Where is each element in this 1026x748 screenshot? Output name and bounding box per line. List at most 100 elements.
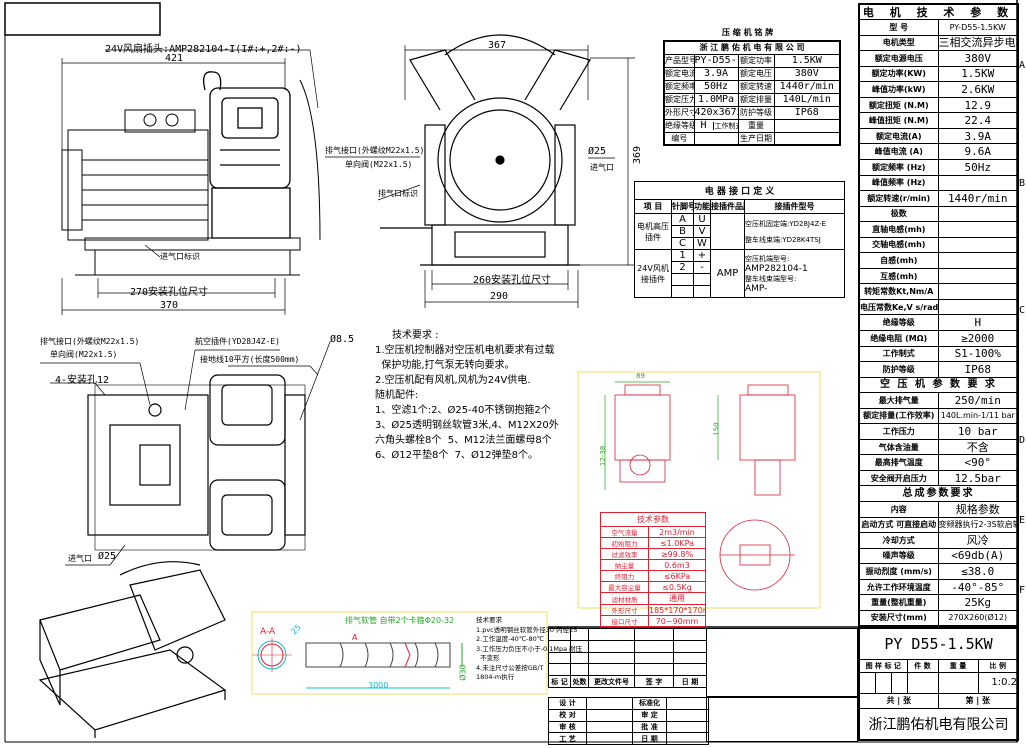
nameplate-value: 420x367x369	[693, 105, 739, 120]
sign-label: 批 准	[632, 720, 667, 734]
sign-label: 审 定	[632, 708, 667, 722]
spec-value: 22.4	[937, 112, 1019, 129]
spec-label: 峰值扭矩 (N.M)	[858, 112, 939, 129]
zone-marker: A	[1019, 60, 1026, 71]
sign-field[interactable]	[666, 708, 709, 722]
nameplate-label: 防护等级	[737, 105, 775, 120]
mount-holes-label: 4-安装孔12	[55, 375, 110, 386]
spec-value: 12.9	[937, 96, 1019, 114]
inlet-d25: Ø25	[588, 146, 607, 157]
sign-field[interactable]	[586, 720, 633, 734]
nameplate-value: 380V	[773, 66, 841, 81]
spec-label: 直轴电感(mh)	[858, 221, 939, 238]
spec-label: 噪声等级	[858, 547, 939, 565]
spec-row: 总成参数要求	[858, 485, 1019, 502]
spec-label: 电压常数Ke,V s/rad	[858, 298, 939, 316]
spec-row: 直轴电感(mh)	[858, 221, 1019, 238]
check-valve-label: 单向阀(M22x1.5)	[345, 160, 413, 169]
spec-label: 转矩常数Kt,Nm/A	[858, 283, 939, 300]
fan-model-4: AMP-	[745, 283, 768, 294]
spec-label: 允许工作环境温度	[858, 578, 939, 596]
pin-number: 1	[671, 249, 694, 262]
filter-row: 过滤效率≥99.8%	[600, 548, 706, 560]
spec-label: 防护等级	[858, 361, 939, 378]
spec-label: 额定功率(KW)	[858, 65, 939, 83]
spec-value: -40°-85°	[937, 578, 1019, 596]
spec-row: 峰值电流 (A)9.6A	[858, 143, 1019, 160]
motor-model-2: 整车线束端:YD28K4TSJ	[745, 235, 821, 244]
spec-value	[937, 283, 1019, 300]
spec-value	[937, 298, 1019, 316]
blank-block-lower	[706, 697, 858, 742]
dim-367: 367	[488, 40, 507, 51]
sign-field[interactable]	[586, 697, 633, 710]
pin-function: -	[693, 261, 711, 274]
spec-value: 三相交流异步电机	[937, 34, 1019, 52]
pin-number: 2	[671, 261, 694, 274]
nameplate-label: 额定排量	[737, 92, 775, 107]
spec-value: 12.5bar	[937, 469, 1019, 487]
pin-number: B	[671, 225, 694, 238]
front-view-motor	[61, 109, 209, 241]
filter-param-value: ≤6KPa	[648, 570, 706, 582]
pin-number: A	[671, 213, 694, 226]
filter-row: 滤材材质通用	[600, 592, 706, 605]
filter-dim-top: 89	[636, 372, 645, 380]
hose-section-mark-a: A	[352, 633, 358, 642]
nameplate-value: IP68	[773, 105, 841, 120]
hose-title: 排气软管 自带2个卡箍Φ20-32	[345, 616, 455, 625]
spec-row: 内容规格参数	[858, 501, 1019, 518]
spec-row: 空 压 机 参 数 要 求	[858, 376, 1019, 394]
spec-value: H	[937, 314, 1019, 331]
spec-value: 1440r/min	[937, 190, 1019, 207]
spec-row: 极数	[858, 205, 1019, 223]
sign-field[interactable]	[586, 732, 633, 746]
tb-scale: 1:0.2	[977, 671, 1019, 694]
interface-header: 针脚号	[671, 199, 694, 214]
spec-label: 额定扭矩 (N.M)	[858, 96, 939, 114]
fan-model-1: 空压机端型号:	[745, 254, 790, 263]
filter-param-value: ≤0.5Kg	[648, 581, 706, 593]
sign-field[interactable]	[666, 697, 709, 710]
spec-label: 绝缘等级	[858, 314, 939, 331]
spec-row: 电压常数Ke,V s/rad	[858, 298, 1019, 316]
filter-param-value: 通用	[648, 592, 706, 605]
spec-row: 转矩常数Kt,Nm/A	[858, 283, 1019, 300]
filter-param-label: 接口尺寸	[600, 615, 649, 627]
sign-field[interactable]	[586, 708, 633, 722]
sign-label: 设 计	[548, 697, 587, 710]
dim-421: 421	[165, 53, 184, 64]
sign-field[interactable]	[666, 720, 709, 734]
spec-value: S1-100%	[937, 345, 1019, 363]
spec-value: 9.6A	[937, 143, 1019, 160]
front-view-head	[202, 71, 291, 239]
spec-label: 冷却方式	[858, 532, 939, 549]
tech-requirements: 技术要求 : 1.空压机控制器对空压机电机要求有过载 保护功能,打气泵无转向要求…	[375, 328, 559, 463]
nameplate-label: 额定压力	[663, 92, 695, 107]
spec-value: <69db(A)	[937, 547, 1019, 565]
revision-header: 更改文件号	[588, 675, 635, 688]
spec-row: 冷却方式风冷	[858, 532, 1019, 549]
spec-row: 气体含油量不含	[858, 438, 1019, 456]
sign-field[interactable]	[666, 732, 709, 746]
filter-param-label: 滤材材质	[600, 592, 649, 605]
nameplate-value: 1.0MPa	[693, 92, 739, 107]
hose-drawing	[251, 611, 548, 695]
spec-label: 电机类型	[858, 34, 939, 52]
spec-label: 额定电流(A)	[858, 127, 939, 145]
hose-note: 4.未注尺寸公差按GB/T	[476, 663, 544, 672]
spec-label: 型 号	[858, 19, 939, 36]
fan-brand: AMP	[710, 249, 745, 298]
dim-270: 270安装孔位尺寸	[130, 287, 209, 298]
spec-value: 规格参数	[937, 501, 1019, 518]
spec-value: 380V	[937, 50, 1019, 67]
spec-label: 安全阀开启压力	[858, 469, 939, 487]
tech-requirement-line: 保护功能,打气泵无转向要求。	[375, 360, 515, 371]
